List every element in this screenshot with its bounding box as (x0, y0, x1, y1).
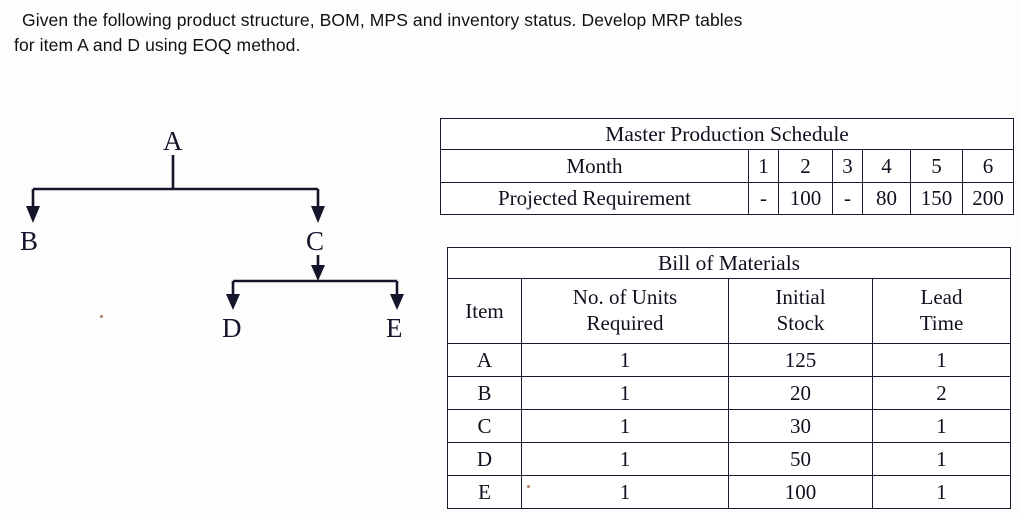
tree-node-c: C (306, 226, 325, 256)
product-structure-tree: A B C D E (0, 110, 440, 360)
bom-row-1-lead: 2 (872, 376, 1011, 410)
mps-title-row: Master Production Schedule (439, 118, 1015, 150)
arrowhead-c (311, 206, 325, 223)
tree-node-e: E (386, 313, 403, 343)
bom-row-0-lead: 1 (872, 343, 1011, 377)
mps-month-2: 2 (778, 149, 833, 183)
bom-header-stock-line2: Stock (776, 311, 825, 335)
bom-row-3-stock: 50 (728, 442, 873, 476)
bom-header-row: Item No. of Units Required Initial Stock… (447, 278, 1011, 344)
arrowhead-b (26, 206, 40, 223)
bom-row-4-item: E (447, 475, 522, 509)
bom-row-4-units: 1 (521, 475, 729, 509)
question-text: Given the following product structure, B… (14, 8, 1004, 58)
bom-row-2-stock: 30 (728, 409, 873, 443)
bom-header-stock: Initial Stock (728, 278, 873, 344)
table-row: D 1 50 1 (447, 442, 1011, 476)
mps-month-1: 1 (748, 149, 779, 183)
bom-row-3-units: 1 (521, 442, 729, 476)
bom-header-lead-line1: Lead (920, 285, 963, 310)
tree-node-b: B (20, 226, 39, 256)
bom-row-1-units: 1 (521, 376, 729, 410)
bom-header-units: No. of Units Required (521, 278, 729, 344)
bill-of-materials-table: Bill of Materials Item No. of Units Requ… (447, 247, 1011, 509)
bom-row-1-item: B (447, 376, 522, 410)
arrowhead-c-stem (311, 265, 325, 281)
question-line-2: for item A and D using EOQ method. (14, 35, 301, 55)
bom-row-2-units: 1 (521, 409, 729, 443)
tree-node-d: D (222, 313, 242, 343)
mps-month-row: Month 1 2 3 4 5 6 (440, 149, 1015, 183)
bom-header-lead: Lead Time (872, 278, 1011, 344)
mps-requirement-3: - (832, 182, 863, 215)
bom-header-item: Item (447, 278, 522, 344)
bom-header-stock-line1: Initial (775, 285, 826, 310)
bom-row-4-lead: 1 (872, 475, 1011, 509)
bom-header-units-line2: Required (586, 311, 664, 335)
mps-title: Master Production Schedule (439, 118, 1015, 150)
table-row: A 1 125 1 (447, 343, 1011, 377)
table-row: E 1 100 1 (447, 475, 1011, 509)
scan-speck (527, 485, 530, 488)
scan-speck (100, 315, 103, 318)
bom-row-2-item: C (447, 409, 522, 443)
mps-requirement-2: 100 (778, 182, 833, 215)
bom-row-0-stock: 125 (728, 343, 873, 377)
mps-requirement-5: 150 (910, 182, 963, 215)
mps-month-5: 5 (910, 149, 963, 183)
bom-title-row: Bill of Materials (447, 247, 1011, 279)
mps-month-6: 6 (961, 149, 1015, 183)
bom-header-lead-line2: Time (919, 311, 964, 335)
bom-row-2-lead: 1 (872, 409, 1011, 443)
mps-requirement-row: Projected Requirement - 100 - 80 150 200 (440, 182, 1015, 215)
mps-requirement-4: 80 (862, 182, 911, 215)
mps-requirement-label: Projected Requirement (440, 182, 749, 215)
bom-header-units-line1: No. of Units (572, 285, 678, 310)
mps-month-label: Month (440, 149, 749, 183)
bom-row-3-lead: 1 (872, 442, 1011, 476)
bom-row-4-stock: 100 (728, 475, 873, 509)
mps-requirement-1: - (748, 182, 779, 215)
bom-row-0-units: 1 (521, 343, 729, 377)
arrowhead-e (390, 294, 404, 310)
master-production-schedule-table: Master Production Schedule Month 1 2 3 4… (439, 118, 1015, 215)
bom-row-1-stock: 20 (728, 376, 873, 410)
tree-diagram-svg (26, 155, 404, 310)
tree-node-a: A (163, 126, 183, 156)
mps-requirement-6: 200 (961, 182, 1015, 215)
mps-month-3: 3 (832, 149, 863, 183)
bom-title: Bill of Materials (447, 247, 1011, 279)
table-row: B 1 20 2 (447, 376, 1011, 410)
bom-row-3-item: D (447, 442, 522, 476)
question-line-1: Given the following product structure, B… (22, 10, 743, 30)
mps-month-4: 4 (862, 149, 911, 183)
bom-row-0-item: A (447, 343, 522, 377)
arrowhead-d (226, 294, 240, 310)
table-row: C 1 30 1 (447, 409, 1011, 443)
